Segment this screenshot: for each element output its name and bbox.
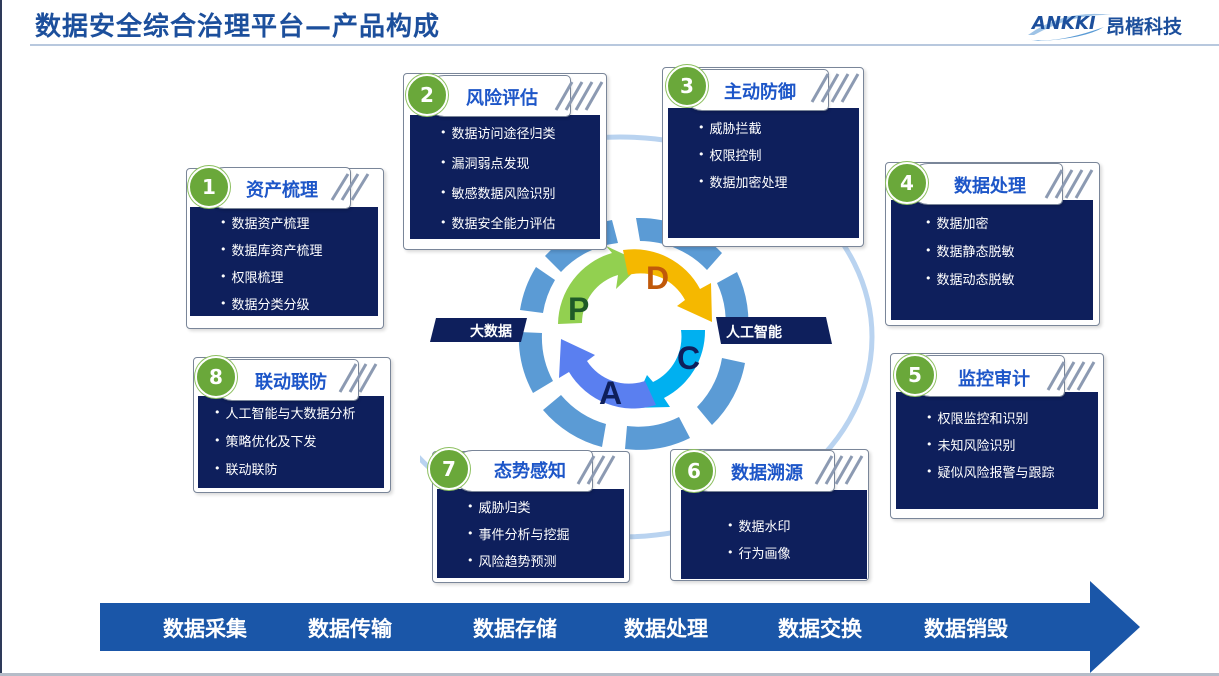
company-logo: ANKKI 昂楷科技 (1024, 5, 1214, 45)
step-badge: 7 (428, 448, 470, 490)
card-body: 威胁归类 事件分析与挖掘 风险趋势预测 (437, 489, 624, 578)
step-badge: 8 (195, 356, 237, 398)
module-item: 数据动态脱敏 (891, 264, 1093, 292)
module-item: 疑似风险报警与跟踪 (896, 458, 1098, 485)
module-item: 权限监控和识别 (896, 404, 1098, 431)
module-item: 联动联防 (198, 454, 384, 482)
module-item: 数据资产梳理 (190, 209, 378, 236)
module-title: 资产梳理 (246, 180, 318, 201)
module-item: 数据安全能力评估 (410, 207, 600, 237)
module-title: 联动联防 (255, 372, 327, 393)
logo-cn-text: 昂楷科技 (1106, 16, 1183, 38)
module-item: 威胁拦截 (668, 114, 859, 141)
module-item-list: 威胁归类 事件分析与挖掘 风险趋势预测 (437, 493, 624, 574)
stripes-decoration (330, 173, 370, 201)
lifecycle-stage: 数据交换 (778, 617, 862, 641)
page-title: 数据安全综合治理平台—产品构成 (35, 12, 441, 42)
logo-swoosh-icon (1026, 13, 1112, 41)
lifecycle-stage: 数据存储 (473, 617, 557, 641)
card-body: 权限监控和识别 未知风险识别 疑似风险报警与跟踪 (896, 392, 1098, 509)
module-item: 事件分析与挖掘 (437, 520, 624, 547)
module-item-list: 数据资产梳理 数据库资产梳理 权限梳理 数据分类分级 (190, 209, 378, 317)
module-item: 策略优化及下发 (198, 426, 384, 454)
stripes-decoration (576, 455, 616, 485)
stripes-decoration (338, 363, 378, 393)
title-divider (30, 44, 1219, 46)
logo-en-text: ANKKI (1032, 13, 1096, 34)
module-item-list: 数据加密 数据静态脱敏 数据动态脱敏 (891, 208, 1093, 292)
step-badge: 2 (406, 74, 448, 116)
module-item: 数据分类分级 (190, 290, 378, 317)
module-item: 敏感数据风险识别 (410, 177, 600, 207)
card-body: 威胁拦截 权限控制 数据加密处理 (668, 108, 859, 238)
module-tab (909, 163, 1063, 205)
stripes-decoration (554, 81, 604, 111)
card-body: 数据水印 行为画像 (681, 490, 867, 579)
module-tab (453, 450, 593, 492)
stripes-decoration (814, 455, 864, 485)
lifecycle-stage: 数据采集 (163, 617, 247, 641)
stripes-decoration (1046, 361, 1096, 391)
module-tab (213, 359, 359, 401)
step-badge: 1 (188, 166, 230, 208)
module-item: 漏洞弱点发现 (410, 147, 600, 177)
module-item: 数据库资产梳理 (190, 236, 378, 263)
module-item-list: 人工智能与大数据分析 策略优化及下发 联动联防 (198, 398, 384, 482)
module-title: 监控审计 (958, 369, 1030, 390)
bottom-edge-bar (0, 673, 1219, 676)
band-label-right: 人工智能 (726, 325, 782, 341)
module-title: 风险评估 (466, 88, 538, 109)
module-tab (683, 69, 829, 111)
card-body: 数据加密 数据静态脱敏 数据动态脱敏 (891, 200, 1093, 320)
module-item: 数据访问途径归类 (410, 117, 600, 147)
module-item: 权限梳理 (190, 263, 378, 290)
module-item-list: 威胁拦截 权限控制 数据加密处理 (668, 114, 859, 195)
module-title: 数据溯源 (731, 463, 803, 484)
lifecycle-stage: 数据处理 (624, 617, 708, 641)
module-title: 数据处理 (954, 176, 1026, 197)
stripes-decoration (810, 73, 860, 103)
module-item: 行为画像 (681, 539, 867, 566)
module-item: 未知风险识别 (896, 431, 1098, 458)
stripes-decoration (1044, 169, 1094, 199)
module-item: 数据加密 (891, 208, 1093, 236)
module-title: 态势感知 (494, 461, 566, 482)
card-body: 数据资产梳理 数据库资产梳理 权限梳理 数据分类分级 (190, 207, 378, 316)
left-edge-bar (0, 0, 2, 676)
step-badge: 5 (894, 354, 936, 396)
module-item: 威胁归类 (437, 493, 624, 520)
lifecycle-arrow (100, 581, 1140, 673)
module-item: 人工智能与大数据分析 (198, 398, 384, 426)
module-item: 数据静态脱敏 (891, 236, 1093, 264)
lifecycle-stage: 数据传输 (308, 617, 392, 641)
module-item-list: 数据水印 行为画像 (681, 512, 867, 566)
module-tab (911, 355, 1065, 397)
module-item-list: 数据访问途径归类 漏洞弱点发现 敏感数据风险识别 数据安全能力评估 (410, 117, 600, 237)
card-body: 数据访问途径归类 漏洞弱点发现 敏感数据风险识别 数据安全能力评估 (410, 115, 600, 239)
module-title: 主动防御 (724, 82, 796, 103)
module-tab (205, 167, 351, 209)
module-item: 权限控制 (668, 141, 859, 168)
step-badge: 6 (673, 450, 715, 492)
module-item: 风险趋势预测 (437, 547, 624, 574)
module-tab (425, 75, 571, 117)
module-item: 数据水印 (681, 512, 867, 539)
card-body: 人工智能与大数据分析 策略优化及下发 联动联防 (198, 396, 384, 488)
module-item-list: 权限监控和识别 未知风险识别 疑似风险报警与跟踪 (896, 404, 1098, 485)
lifecycle-stage: 数据销毁 (924, 617, 1008, 641)
band-label-left: 大数据 (470, 324, 512, 340)
step-badge: 3 (666, 65, 708, 107)
step-badge: 4 (886, 162, 928, 204)
module-item: 数据加密处理 (668, 168, 859, 195)
